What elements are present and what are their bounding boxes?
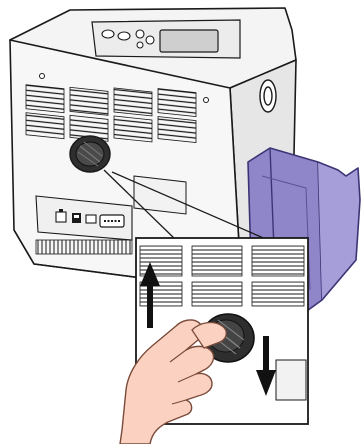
rear-vent [158,89,196,117]
serial-port-icon [100,215,124,227]
bottom-grill [36,240,132,254]
rear-knob [70,136,110,172]
screw [204,98,209,103]
inset-vent [192,246,242,276]
control-panel [92,20,240,58]
rear-vent [70,87,108,115]
inset-vent [252,282,304,306]
inset-label-plate [276,360,306,400]
inset-vent [192,282,242,306]
panel-button [146,36,154,44]
zoom-inset [120,238,308,444]
panel-button [118,32,130,40]
panel-button [102,30,114,38]
display-screen [160,30,218,52]
panel-button [137,42,143,48]
rear-vent [26,113,64,139]
rear-vent [114,88,152,116]
side-circular-vent [260,80,276,112]
rear-vent [158,117,196,143]
rear-vent [114,116,152,142]
panel-button [136,30,144,38]
rear-vent [26,85,64,113]
inset-vent [252,246,304,276]
usb-port-icon [72,213,81,223]
rear-label-plate [134,176,186,214]
power-port-icon [86,215,96,223]
screw [40,74,45,79]
